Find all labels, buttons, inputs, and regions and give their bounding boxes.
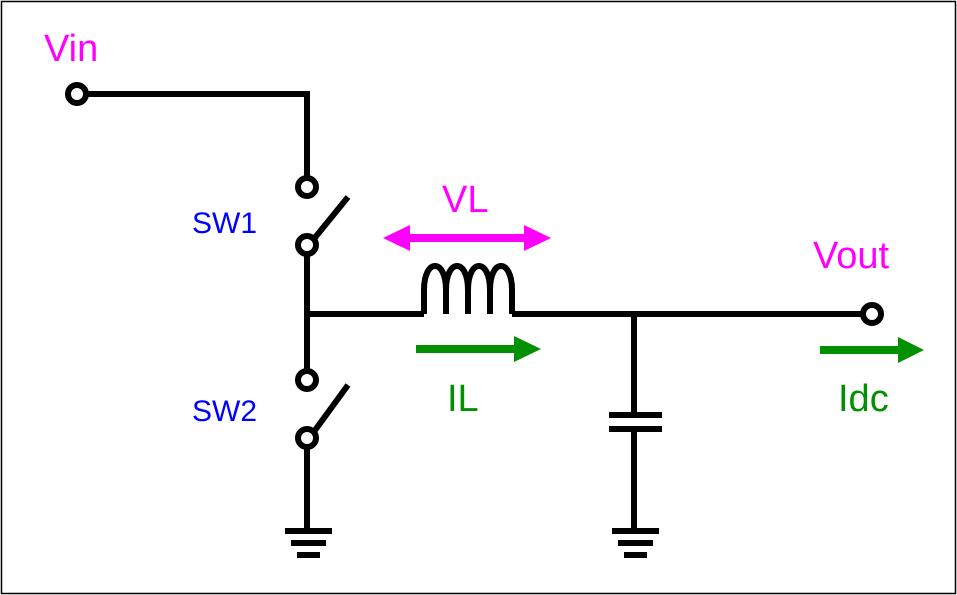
vin-label: Vin [44,28,99,70]
idc-label: Idc [838,378,889,420]
vl-label: VL [442,179,489,221]
idc-arrow [820,337,924,363]
vout-terminal [860,302,884,326]
il-label: IL [447,378,479,420]
vl-double-arrow [383,225,551,251]
inductor [421,263,515,314]
sw1-label: SW1 [192,207,258,240]
vout-label: Vout [813,235,890,277]
ground-icon [612,528,659,558]
ground-icon [285,528,332,558]
sw2-switch [295,368,351,450]
sw1-switch [295,175,351,257]
sw2-label: SW2 [192,395,258,428]
vin-wire [86,91,310,178]
vin-terminal [65,82,89,106]
il-arrow [416,336,541,362]
